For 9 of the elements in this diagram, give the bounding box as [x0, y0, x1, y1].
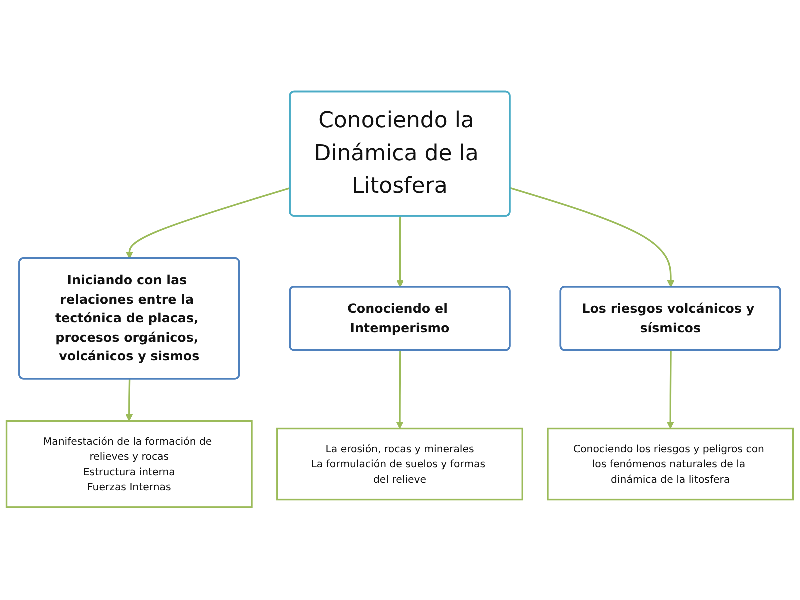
- node-box: Manifestación de la formación de relieves y rocas Estructura interna Fuerzas Internas: [6, 420, 253, 509]
- arrow: [510, 188, 675, 288]
- node-box: Conociendo los riesgos y peligros con los fenómenos naturales de la dinámica de la litosfera: [547, 428, 794, 502]
- arrow: [396, 216, 404, 288]
- arrow: [126, 188, 291, 260]
- arrow: [396, 351, 404, 430]
- node-box: La erosión, rocas y minerales La formulación de suelos y formas del relieve: [276, 428, 524, 502]
- arrow: [666, 351, 674, 430]
- arrow: [126, 380, 134, 422]
